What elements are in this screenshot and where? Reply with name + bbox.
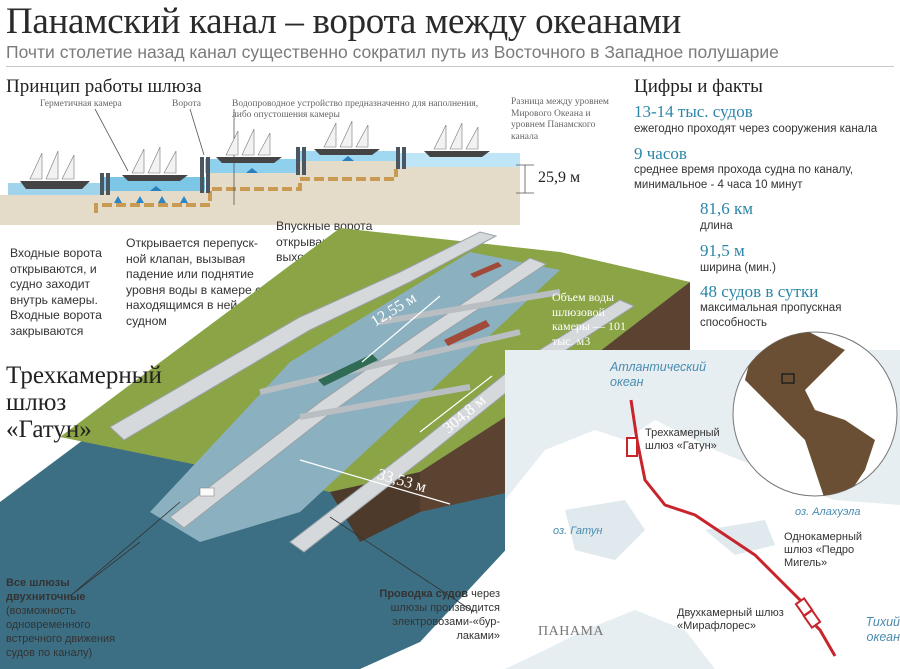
fact-capacity-desc: максимальная пропускная способность — [700, 302, 842, 329]
note-towing-text: через шлюзы производится электровозами-«… — [390, 588, 500, 642]
lock-title: Трехкамерный шлюз «Гатун» — [6, 362, 162, 443]
map-label-alajuela-lake: оз. Алахуэла — [795, 506, 861, 518]
step-2-text: Открывается перепуск­ной клапан, вызывая… — [126, 236, 262, 328]
fact-ships-per-year-desc: ежегодно проходят через сооружения канал… — [634, 123, 878, 135]
note-twin-locks-text: (возможность одновременного встречного д… — [6, 605, 116, 659]
fact-ships-per-year: 13-14 тыс. судов — [634, 102, 753, 121]
fact-transit-time: 9 часов — [634, 144, 687, 163]
header-divider — [6, 66, 894, 67]
lock-principle-diagram — [0, 108, 534, 225]
label-sealed-chamber: Герметичная камера — [40, 99, 122, 109]
map-label-gatun-lake: оз. Гатун — [553, 525, 603, 537]
step-1-text: Входные ворота открываются, и судно захо… — [10, 246, 102, 338]
fact-capacity: 48 судов в сутки — [700, 282, 819, 301]
lock-title-line2: шлюз — [6, 389, 67, 416]
map-label-atlantic: Атлантический океан — [610, 360, 707, 389]
lock-title-line3: «Гатун» — [6, 416, 92, 443]
ships — [20, 120, 490, 189]
mira-lock-marker — [802, 609, 822, 629]
fact-length: 81,6 км — [700, 199, 754, 218]
lake-gatun-shape — [565, 500, 645, 560]
label-level-difference: Разница между уровнем Мирового Океана и … — [511, 97, 609, 142]
lock-ships — [318, 262, 502, 386]
level-difference-value: 25,9 м — [538, 169, 581, 186]
fact-length-desc: длина — [700, 220, 733, 232]
principle-heading: Принцип работы шлюза — [6, 76, 202, 97]
label-gate: Ворота — [172, 99, 201, 109]
lock-walls — [109, 231, 636, 553]
globe-locator — [781, 373, 795, 384]
fact-transit-time-desc: среднее время прохода судна по каналу, м… — [634, 164, 854, 191]
map-label-gatun-lock: Трехкамерный шлюз «Гатун» — [645, 427, 720, 452]
facts-heading: Цифры и факты — [634, 76, 763, 97]
note-twin-locks-bold: Все шлюзы двухниточные — [6, 577, 86, 603]
lock-gates — [100, 147, 406, 195]
fill-arrows — [114, 196, 188, 203]
map-label-pacific: Тихий океан — [865, 615, 900, 644]
lake-alajuela-shape — [705, 520, 775, 555]
dimension-lines — [299, 295, 493, 505]
page-title: Панамский канал – ворота между океанами — [6, 1, 681, 42]
note-towing-bold: Проводка судов — [379, 588, 469, 600]
map-label-mira-lock: Двухкамерный шлюз «Мирафлорес» — [677, 607, 784, 632]
lock-title-line1: Трехкамерный — [6, 362, 162, 389]
gatun-lock-marker — [626, 437, 638, 457]
volume-note: Объем воды шлюзовой камеры — 101 тыс. м3 — [552, 290, 626, 348]
map-label-pedro-lock: Однокамерный шлюз «Педро Мигель» — [784, 531, 863, 569]
note-towing: Проводка судов через шлюзы производится … — [376, 587, 500, 643]
lock-gate-lines — [259, 289, 561, 420]
map-label-panama: ПАНАМА — [538, 624, 604, 639]
panama-map — [505, 331, 900, 669]
water-pipes — [94, 169, 398, 213]
globe-land — [745, 332, 875, 496]
note-twin-locks: Все шлюзы двухниточные (возможность одно… — [6, 576, 136, 660]
label-water-device: Водопроводное устройство предназначенно … — [232, 99, 479, 120]
fact-width-desc: ширина (мин.) — [700, 262, 776, 274]
page-subtitle: Почти столетие назад канал существенно с… — [6, 42, 779, 62]
fact-width: 91,5 м — [700, 241, 745, 260]
lock-pointers — [69, 501, 475, 613]
